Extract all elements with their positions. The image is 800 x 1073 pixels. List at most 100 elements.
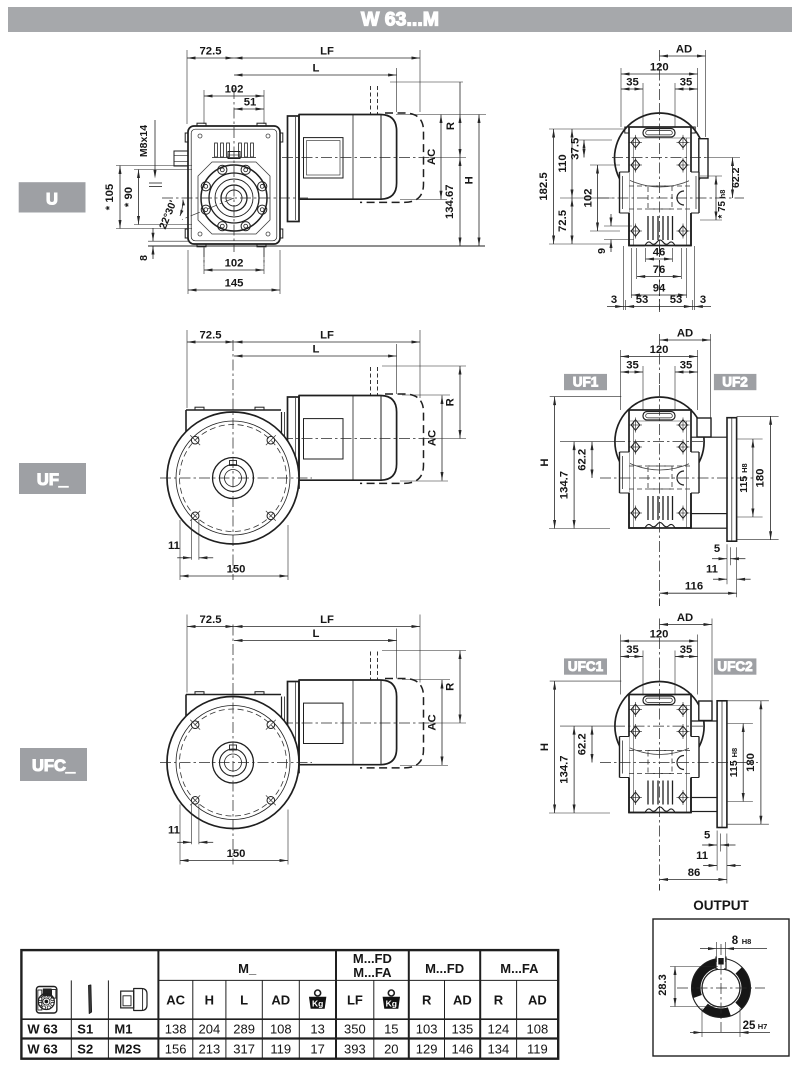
svg-text:17: 17 [310, 1042, 324, 1057]
svg-text:M...FA: M...FA [500, 961, 539, 976]
svg-text:35: 35 [626, 360, 639, 372]
svg-text:37.5: 37.5 [570, 138, 582, 160]
svg-text:146: 146 [451, 1042, 473, 1057]
svg-text:35: 35 [626, 77, 639, 89]
svg-text:35: 35 [680, 77, 693, 89]
svg-text:134.7: 134.7 [559, 755, 571, 783]
svg-text:119: 119 [527, 1042, 548, 1057]
svg-text:62.2: 62.2 [577, 449, 589, 471]
svg-text:393: 393 [344, 1042, 366, 1057]
svg-text:AD: AD [677, 328, 693, 340]
svg-text:108: 108 [270, 1022, 292, 1037]
svg-text:UF1: UF1 [573, 375, 599, 390]
svg-text:28.3: 28.3 [657, 974, 669, 995]
svg-text:H8: H8 [742, 937, 752, 946]
svg-text:Kg: Kg [386, 998, 397, 1008]
svg-text:110: 110 [557, 154, 569, 172]
svg-text:35: 35 [626, 644, 639, 656]
svg-text:M...FD: M...FD [353, 951, 392, 966]
svg-text:M1: M1 [114, 1022, 132, 1037]
svg-text:R: R [494, 993, 504, 1008]
svg-text:LF: LF [320, 614, 334, 626]
svg-text:135: 135 [451, 1022, 473, 1037]
svg-text:76: 76 [653, 264, 666, 276]
svg-text:129: 129 [416, 1042, 438, 1057]
svg-text:119: 119 [270, 1042, 291, 1057]
svg-text:H: H [464, 176, 476, 184]
svg-text:AD: AD [271, 993, 290, 1008]
svg-text:L: L [240, 993, 248, 1008]
svg-text:350: 350 [344, 1022, 366, 1037]
svg-text:115 H8: 115 H8 [728, 748, 740, 777]
svg-text:5: 5 [704, 830, 710, 842]
svg-text:53: 53 [670, 294, 683, 306]
svg-text:AD: AD [677, 612, 693, 624]
svg-text:LF: LF [320, 46, 334, 58]
svg-text:289: 289 [233, 1022, 255, 1037]
svg-text:13: 13 [310, 1022, 324, 1037]
svg-text:15: 15 [384, 1022, 398, 1037]
svg-text:R: R [445, 398, 457, 406]
svg-text:* 105: * 105 [104, 184, 116, 210]
svg-text:150: 150 [227, 848, 246, 860]
svg-text:213: 213 [198, 1042, 220, 1057]
svg-text:H: H [539, 743, 551, 751]
svg-text:R: R [445, 683, 457, 691]
svg-text:51: 51 [244, 97, 257, 109]
svg-text:W 63...M: W 63...M [361, 9, 439, 31]
svg-text:180: 180 [745, 753, 757, 772]
svg-text:* 75 h8: * 75 h8 [717, 190, 728, 219]
svg-text:86: 86 [688, 867, 701, 879]
svg-text:138: 138 [165, 1022, 187, 1037]
svg-text:204: 204 [198, 1022, 220, 1037]
svg-text:35: 35 [680, 360, 693, 372]
svg-text:317: 317 [233, 1042, 255, 1057]
svg-text:53: 53 [636, 294, 649, 306]
svg-text:AD: AD [528, 993, 547, 1008]
svg-text:L: L [313, 344, 320, 356]
svg-text:3: 3 [700, 294, 706, 306]
svg-text:72.5: 72.5 [200, 46, 222, 58]
svg-text:62.2: 62.2 [577, 733, 589, 755]
svg-text:35: 35 [680, 644, 693, 656]
svg-text:180: 180 [755, 469, 767, 488]
svg-text:156: 156 [165, 1042, 187, 1057]
svg-text:182.5: 182.5 [538, 172, 550, 200]
svg-text:L: L [313, 63, 320, 75]
svg-text:* 90: * 90 [123, 187, 135, 207]
svg-text:134.67: 134.67 [444, 184, 456, 219]
svg-text:150: 150 [227, 564, 246, 576]
svg-text:22°30': 22°30' [157, 199, 179, 231]
svg-text:AD: AD [676, 44, 692, 56]
svg-text:AC: AC [427, 430, 439, 446]
svg-text:M...FD: M...FD [425, 961, 464, 976]
svg-text:103: 103 [416, 1022, 438, 1037]
svg-text:R: R [422, 993, 432, 1008]
svg-text:U: U [46, 191, 58, 209]
svg-text:R: R [445, 122, 457, 130]
svg-text:72.5: 72.5 [200, 614, 222, 626]
svg-text:LF: LF [347, 993, 363, 1008]
svg-text:8: 8 [732, 935, 739, 947]
svg-text:M...FA: M...FA [353, 965, 392, 980]
svg-text:11: 11 [706, 564, 718, 576]
svg-text:120: 120 [650, 344, 669, 356]
svg-text:AC: AC [166, 993, 185, 1008]
svg-text:102: 102 [225, 84, 244, 96]
svg-text:102: 102 [225, 258, 244, 270]
svg-text:46: 46 [653, 247, 666, 259]
svg-text:M8x14: M8x14 [138, 125, 150, 157]
svg-text:M2S: M2S [114, 1042, 141, 1057]
svg-text:H: H [539, 458, 551, 466]
svg-text:134: 134 [488, 1042, 510, 1057]
svg-text:120: 120 [650, 629, 669, 641]
svg-text:UFC_: UFC_ [32, 757, 76, 775]
svg-text:116: 116 [685, 581, 703, 593]
svg-text:LF: LF [320, 330, 334, 342]
svg-text:5: 5 [714, 543, 720, 555]
svg-text:11: 11 [168, 825, 180, 837]
svg-text:8: 8 [138, 255, 150, 261]
svg-text:134.7: 134.7 [559, 471, 571, 499]
svg-text:72.5: 72.5 [200, 330, 222, 342]
svg-text:AC: AC [426, 149, 438, 165]
